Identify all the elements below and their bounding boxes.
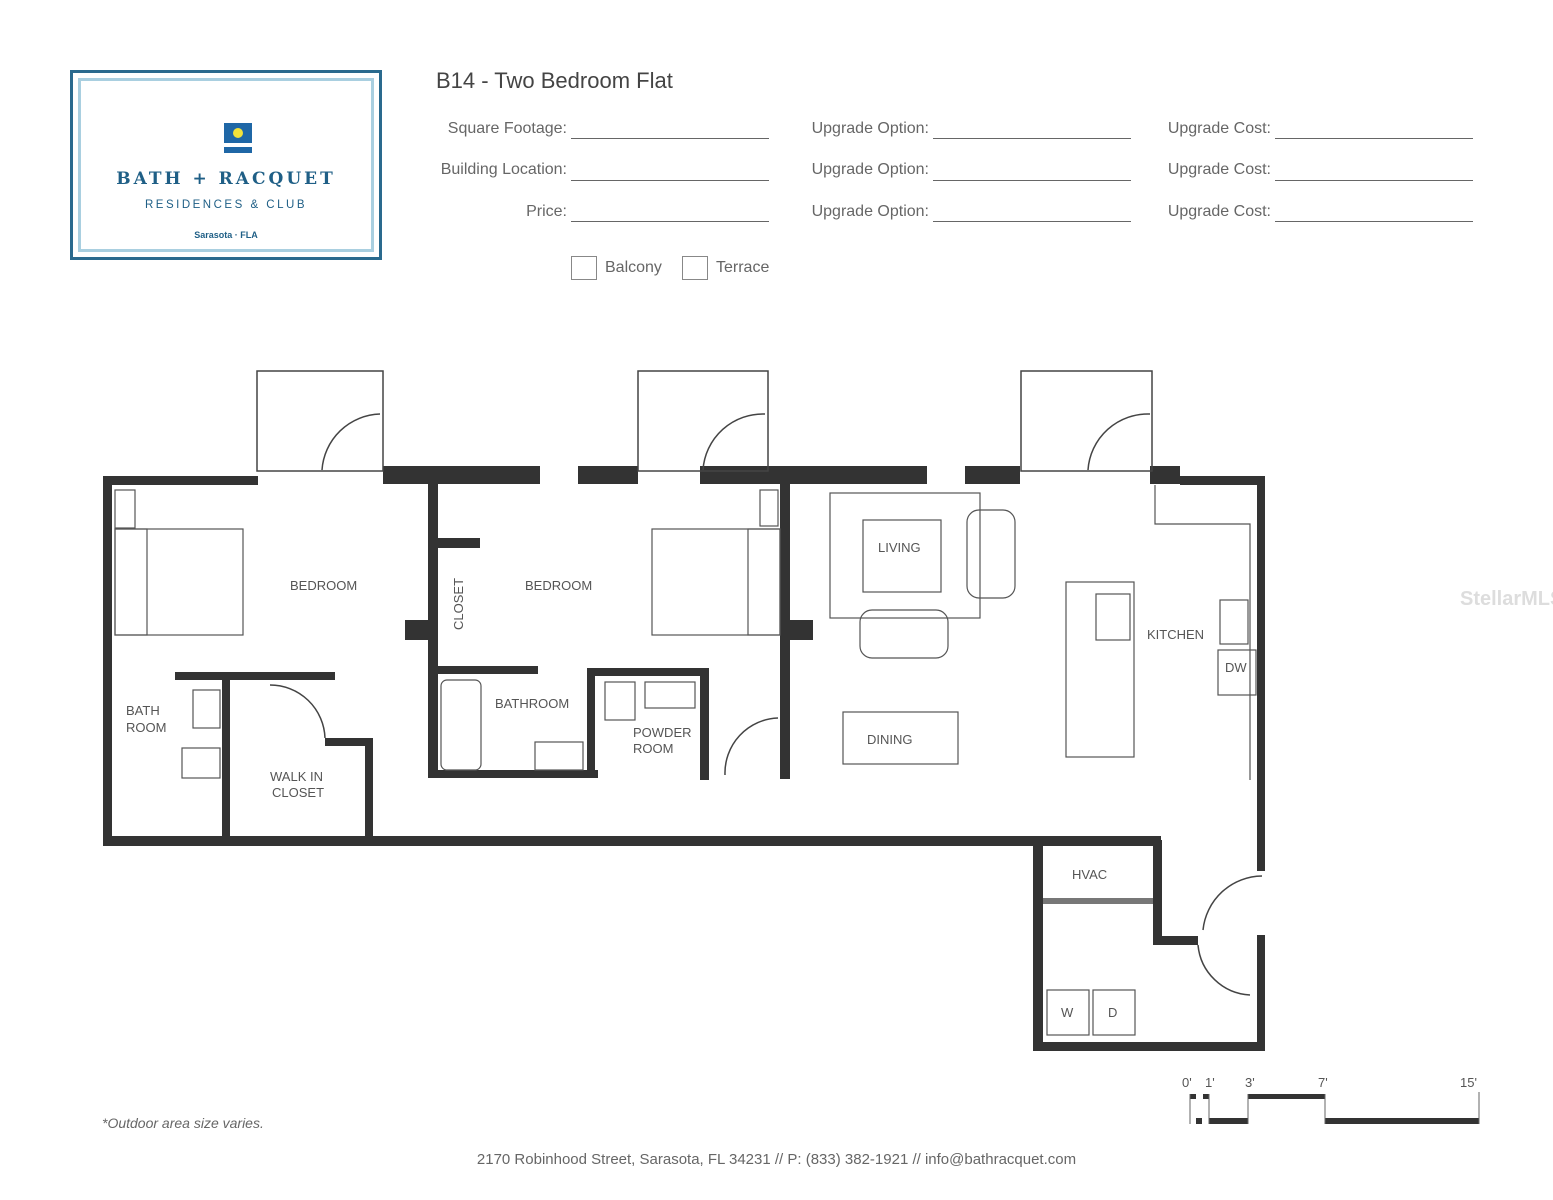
hvac-label: HVAC — [1072, 867, 1107, 882]
bedroom-1-label: BEDROOM — [290, 578, 357, 593]
scale-tick-label: 0' — [1182, 1075, 1192, 1090]
room-labels: BEDROOM BEDROOM CLOSET BATH ROOM WALK IN… — [126, 540, 1247, 1020]
bath-room-label: BATH — [126, 703, 160, 718]
powder-room-label-2: ROOM — [633, 741, 673, 756]
scale-tick-label: 1' — [1205, 1075, 1215, 1090]
logo-sun-icon — [224, 123, 252, 143]
closet-label: CLOSET — [451, 578, 466, 630]
outdoor-note: *Outdoor area size varies. — [102, 1115, 264, 1131]
dishwasher-label: DW — [1225, 660, 1247, 675]
upgrade-cost-1-line[interactable] — [1275, 138, 1473, 139]
dryer-label: D — [1108, 1005, 1117, 1020]
upgrade-option-2-line[interactable] — [933, 180, 1131, 181]
balcony-checkbox[interactable]: Balcony — [571, 256, 662, 280]
upgrade-cost-3-line[interactable] — [1275, 221, 1473, 222]
logo-subtitle: RESIDENCES & CLUB — [144, 199, 307, 211]
brand-logo: BATH + RACQUET RESIDENCES & CLUB Sarasot… — [70, 70, 382, 260]
living-label: LIVING — [878, 540, 921, 555]
page-title: B14 - Two Bedroom Flat — [436, 68, 673, 93]
washer-label: W — [1061, 1005, 1074, 1020]
upgrade-cost-2-line[interactable] — [1275, 180, 1473, 181]
walk-in-closet-label: WALK IN — [270, 769, 323, 784]
upgrade-option-1-line[interactable] — [933, 138, 1131, 139]
scale-tick-label: 7' — [1318, 1075, 1328, 1090]
furniture — [114, 485, 1257, 1036]
square-footage-line[interactable] — [571, 138, 769, 139]
logo-brand: BATH + RACQUET — [116, 169, 336, 189]
walk-in-closet-label-2: CLOSET — [272, 785, 324, 800]
footer-contact: 2170 Robinhood Street, Sarasota, FL 3423… — [476, 1151, 1077, 1168]
terrace-checkbox[interactable]: Terrace — [682, 256, 769, 280]
scale-tick-label: 15' — [1460, 1075, 1477, 1090]
bathroom-label: BATHROOM — [495, 696, 569, 711]
upgrade-option-3-line[interactable] — [933, 221, 1131, 222]
logo-location: Sarasota · FLA — [194, 230, 258, 240]
price-line[interactable] — [571, 221, 769, 222]
bath-room-label-2: ROOM — [126, 720, 166, 735]
watermark: StellarMLS — [1460, 588, 1553, 610]
scale-tick-label: 3' — [1245, 1075, 1255, 1090]
powder-room-label: POWDER — [633, 725, 692, 740]
balconies — [256, 370, 1263, 996]
kitchen-label: KITCHEN — [1147, 627, 1204, 642]
bedroom-2-label: BEDROOM — [525, 578, 592, 593]
building-location-line[interactable] — [571, 180, 769, 181]
walls — [103, 466, 1265, 1051]
dining-label: DINING — [867, 732, 913, 747]
scale-bar: 0' 1' 3' 7' 15' — [1182, 1075, 1480, 1124]
